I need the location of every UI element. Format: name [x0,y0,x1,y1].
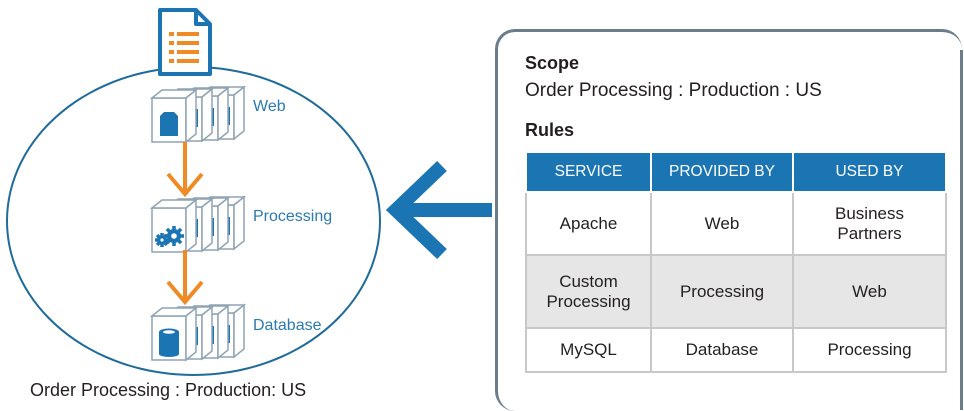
table-cell: Web [650,191,794,256]
scope-value: Order Processing : Production : US [525,80,822,101]
arrow-left-icon [385,160,492,260]
rules-heading: Rules [525,120,575,140]
arrow-processing-to-database [166,250,204,306]
database-icon [149,303,247,362]
table-cell: Processing [792,327,947,373]
table-cell: Processing [650,254,794,329]
arrow-web-to-processing [166,142,204,198]
tier-label-database: Database [253,317,322,334]
column-header-service: SERVICE [525,151,652,193]
document-list-icon [158,8,212,76]
tier-label-processing: Processing [253,208,333,225]
gears-icon [149,195,247,254]
table-cell: Business Partners [792,191,947,256]
table-cell: Custom Processing [525,254,652,329]
column-header-used-by: USED BY [792,151,947,193]
table-cell: Web [792,254,947,329]
table-cell: MySQL [525,327,652,373]
rules-table: SERVICE PROVIDED BY USED BY Apache Web B… [525,151,947,373]
table-cell: Database [650,327,794,373]
table-cell: Apache [525,191,652,256]
tier-label-web: Web [253,98,286,115]
table-row: MySQL Database Processing [525,327,947,373]
scope-caption: Order Processing : Production: US [30,380,307,400]
table-row: Apache Web Business Partners [525,191,947,256]
table-row: Custom Processing Processing Web [525,254,947,329]
table-header-row: SERVICE PROVIDED BY USED BY [525,151,947,193]
column-header-provided-by: PROVIDED BY [650,151,794,193]
scope-heading: Scope [525,53,580,73]
web-server-icon [149,85,247,144]
